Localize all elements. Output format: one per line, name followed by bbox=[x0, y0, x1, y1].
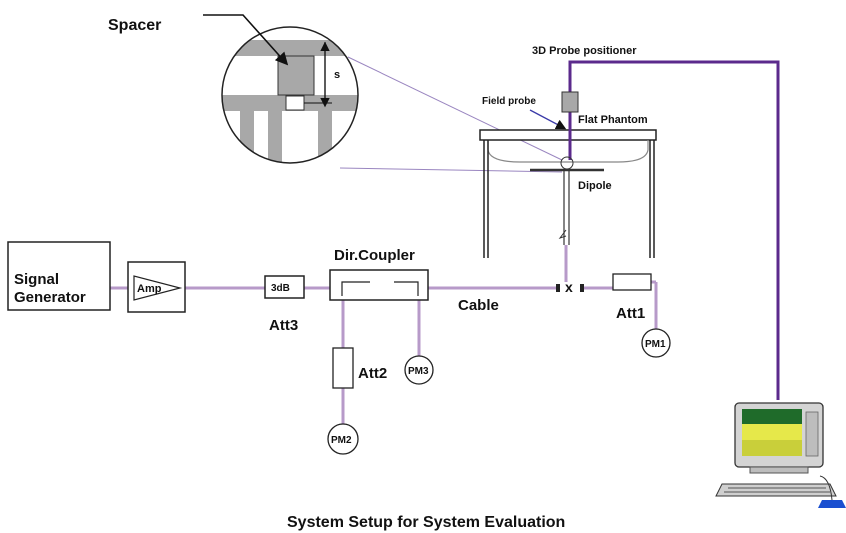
att3-label: Att3 bbox=[269, 317, 298, 334]
probe-positioner-label: 3D Probe positioner bbox=[532, 45, 637, 57]
spacer-label: Spacer bbox=[108, 17, 161, 34]
inset-zoom-line-top bbox=[347, 56, 563, 161]
dir-coupler-box bbox=[329, 269, 429, 301]
diagram-caption: System Setup for System Evaluation bbox=[287, 514, 565, 531]
field-probe-arrow bbox=[529, 109, 567, 130]
dir-coupler-inner-left bbox=[341, 281, 370, 296]
field-probe-label: Field probe bbox=[482, 96, 536, 107]
att1-label: Att1 bbox=[616, 305, 645, 322]
s-label: s bbox=[334, 69, 340, 81]
pm1-meter bbox=[641, 328, 671, 358]
pm1-label: PM1 bbox=[645, 339, 666, 350]
amp-triangle bbox=[133, 275, 183, 301]
computer-icon bbox=[715, 402, 846, 508]
three-db-label: 3dB bbox=[271, 283, 290, 294]
flat-phantom-label: Flat Phantom bbox=[578, 114, 648, 126]
dipole bbox=[530, 156, 604, 245]
att2-label: Att2 bbox=[358, 365, 387, 382]
spacer-inset bbox=[221, 26, 359, 164]
amp-label: Amp bbox=[137, 283, 162, 295]
att2-box bbox=[332, 347, 354, 389]
pm2-meter bbox=[327, 423, 359, 455]
connector-left bbox=[556, 284, 560, 292]
cable-lines bbox=[110, 245, 658, 424]
three-db-box bbox=[264, 275, 305, 299]
connector-right bbox=[580, 284, 584, 292]
pm3-label: PM3 bbox=[408, 366, 429, 377]
signal-generator-label-line1: Signal bbox=[14, 271, 59, 288]
dir-coupler-inner-right bbox=[394, 281, 419, 296]
dir-coupler-label: Dir.Coupler bbox=[334, 247, 415, 264]
dipole-label: Dipole bbox=[578, 180, 612, 192]
x-mark: x bbox=[565, 279, 573, 295]
signal-generator-box bbox=[7, 241, 111, 311]
att1-box bbox=[612, 273, 652, 291]
pm3-meter bbox=[404, 355, 434, 385]
inset-zoom-line-bottom bbox=[339, 167, 563, 173]
probe-positioner-arm bbox=[568, 60, 780, 400]
field-probe-body bbox=[561, 91, 579, 113]
cable-label: Cable bbox=[458, 297, 499, 314]
flat-phantom-table bbox=[479, 129, 657, 258]
pm2-label: PM2 bbox=[331, 435, 352, 446]
spacer-pointer bbox=[203, 14, 289, 66]
signal-generator-label-line2: Generator bbox=[14, 289, 86, 306]
